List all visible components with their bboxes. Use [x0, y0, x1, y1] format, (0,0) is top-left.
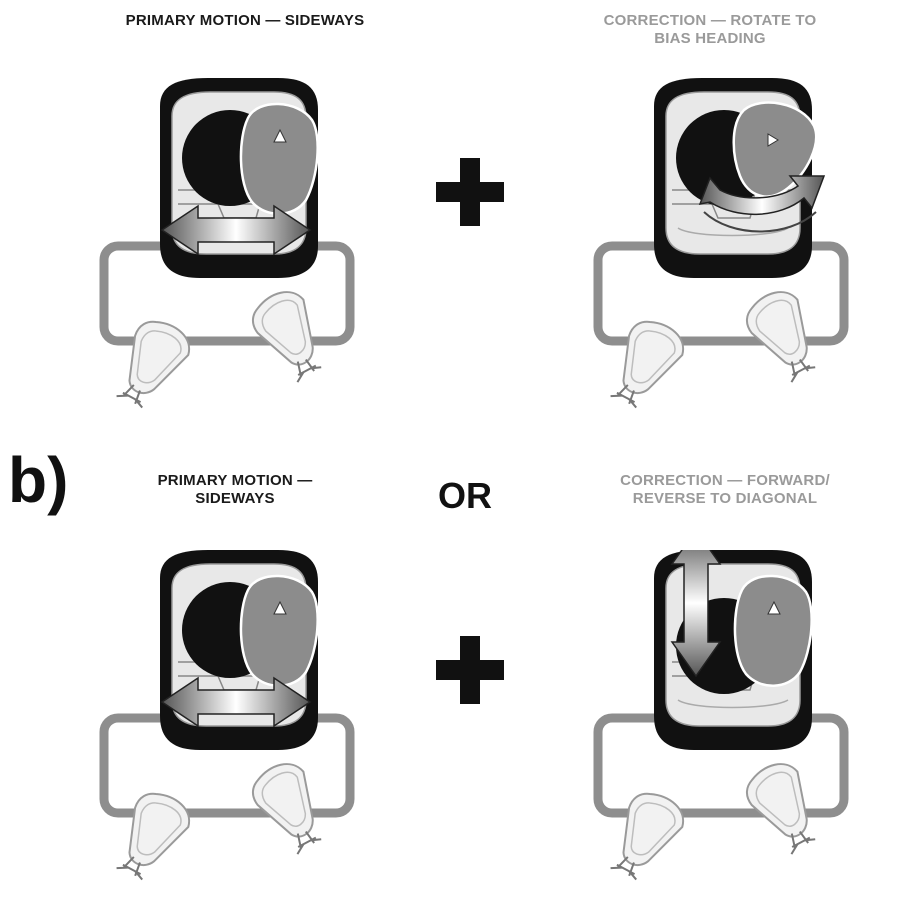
boat-diagram-b-sideways — [98, 550, 358, 890]
caption-line: CORRECTION — FORWARD/ — [620, 472, 830, 489]
plus-icon — [436, 636, 504, 704]
caption-line: PRIMARY MOTION — SIDEWAYS — [125, 12, 365, 29]
caption-line: PRIMARY MOTION — — [157, 472, 313, 489]
or-connector: OR — [438, 475, 492, 516]
double-arrow-vertical-icon — [670, 550, 722, 678]
caption-line: CORRECTION — ROTATE TO — [603, 12, 817, 29]
plus-icon — [436, 158, 504, 226]
boat-diagram-a-rotate — [592, 78, 852, 418]
caption-line: SIDEWAYS — [195, 490, 275, 507]
boat-diagram-b-forward-reverse — [592, 550, 852, 890]
double-arrow-horizontal-icon — [160, 676, 312, 728]
caption-line: REVERSE TO DIAGONAL — [632, 490, 818, 507]
caption-a-primary: PRIMARY MOTION — SIDEWAYS — [40, 12, 450, 30]
caption-b-primary: PRIMARY MOTION — SIDEWAYS — [120, 472, 350, 508]
boat-diagram-a-sideways — [98, 78, 358, 418]
caption-b-correction: CORRECTION — FORWARD/ REVERSE TO DIAGONA… — [560, 472, 890, 508]
caption-line: BIAS HEADING — [654, 30, 766, 47]
caption-a-correction: CORRECTION — ROTATE TO BIAS HEADING — [540, 12, 880, 48]
double-arrow-horizontal-icon — [160, 204, 312, 256]
curved-rotate-arrow-icon — [698, 175, 826, 233]
section-b-label: b) — [8, 444, 69, 516]
